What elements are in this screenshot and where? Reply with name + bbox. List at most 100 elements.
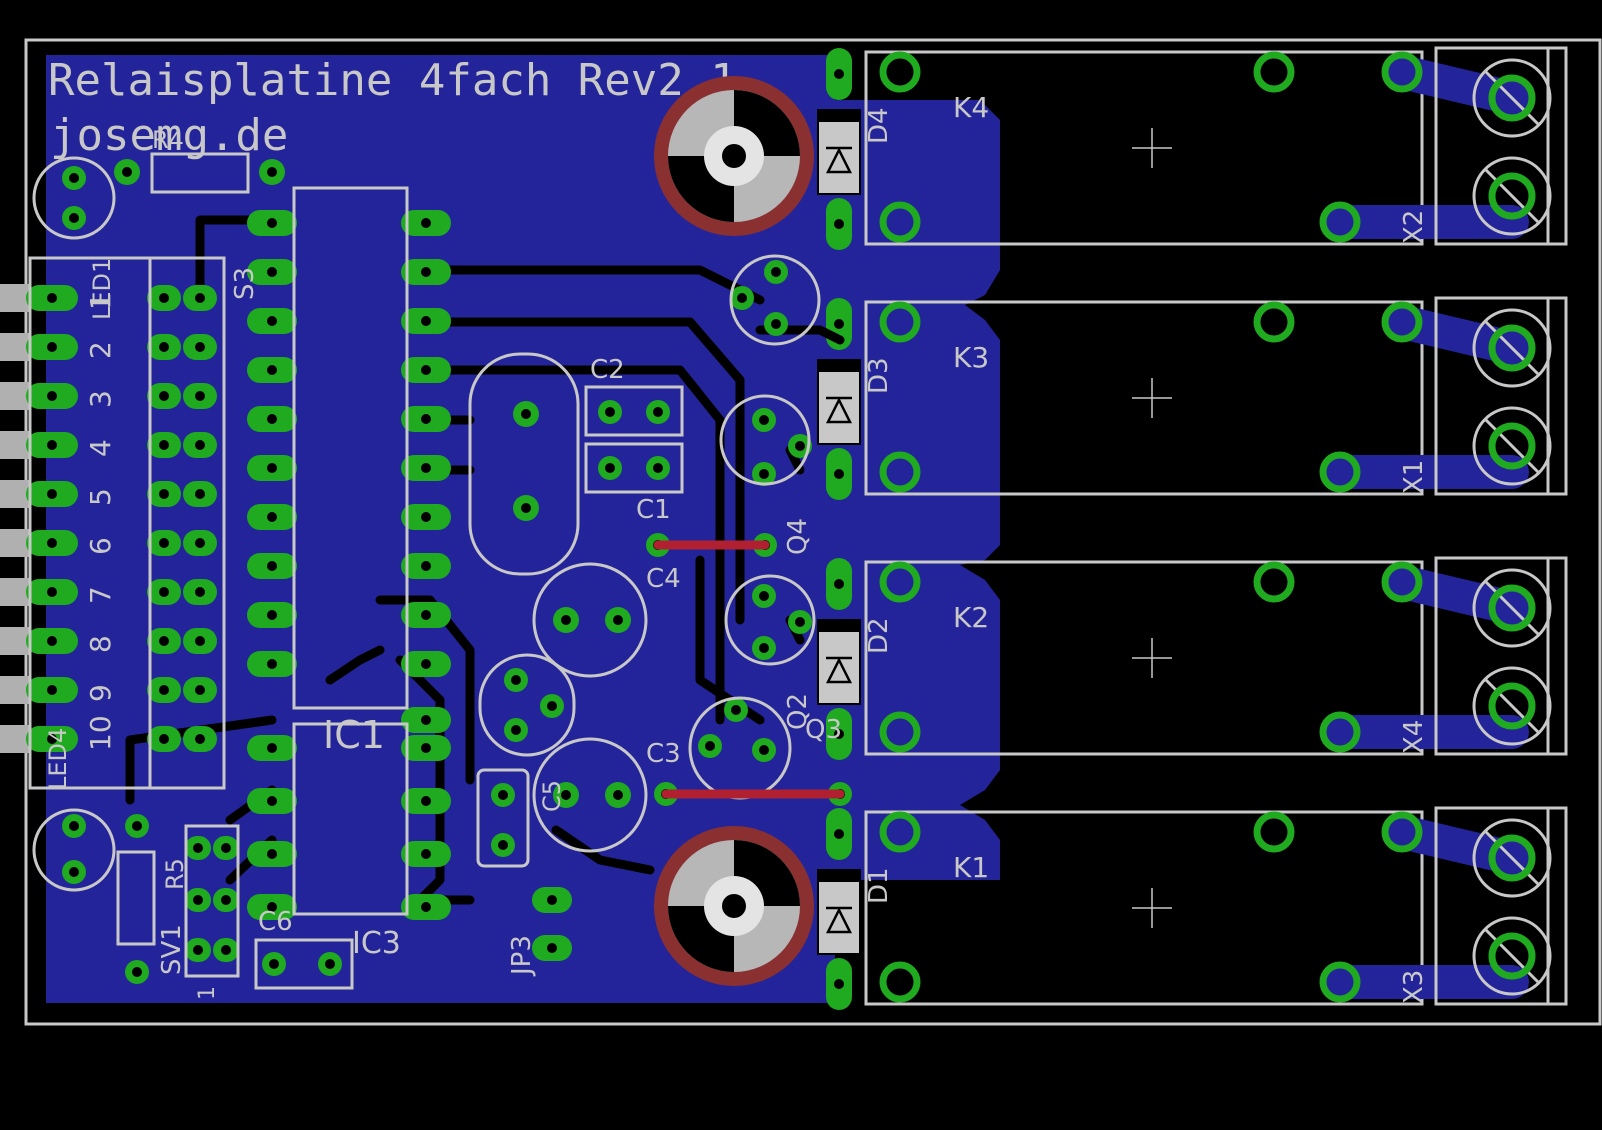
drill-hole	[159, 734, 169, 744]
header-pin	[0, 529, 30, 557]
drill-hole	[547, 895, 557, 905]
drill-hole	[159, 293, 169, 303]
screw-slot	[1484, 580, 1540, 636]
drill-hole	[834, 219, 844, 229]
drill-hole	[547, 701, 557, 711]
header-number: 2	[84, 341, 117, 359]
relay-pad	[1253, 51, 1295, 93]
terminal-outline	[1434, 556, 1568, 756]
q4-body-outline	[719, 394, 811, 486]
drill-hole	[195, 538, 205, 548]
drill-hole	[267, 561, 277, 571]
board-title: Relaisplatine 4fach Rev2.1	[48, 55, 737, 106]
diode-band	[818, 620, 860, 632]
drill-hole	[521, 503, 531, 513]
drill-hole	[267, 849, 277, 859]
c4-label: C4	[646, 564, 681, 594]
drill-hole	[132, 967, 142, 977]
drill-hole	[421, 561, 431, 571]
terminal-pad	[1488, 834, 1536, 882]
drill-hole	[159, 440, 169, 450]
drill-hole	[195, 391, 205, 401]
c1-label: C1	[636, 495, 671, 525]
drill-hole	[159, 636, 169, 646]
terminal-x1: X1	[1399, 296, 1568, 496]
relay-label: K2	[953, 601, 989, 634]
relay-pad	[879, 961, 921, 1003]
drill-hole	[511, 725, 521, 735]
drill-hole	[159, 685, 169, 695]
q4-label: Q4	[783, 518, 813, 555]
relay-pad	[1381, 811, 1423, 853]
drill-hole	[834, 729, 844, 739]
terminal-screw	[1472, 568, 1552, 648]
led1-outline	[32, 156, 116, 240]
drill-hole	[834, 69, 844, 79]
terminal-x3: X3	[1399, 806, 1568, 1006]
drill-hole	[195, 440, 205, 450]
relay-pad	[879, 51, 921, 93]
r4-outline	[150, 152, 250, 194]
drill-hole	[421, 218, 431, 228]
drill-hole	[159, 587, 169, 597]
r5-outline	[116, 850, 156, 946]
drill-hole	[521, 409, 531, 419]
drill-hole	[421, 796, 431, 806]
drill-hole	[498, 840, 508, 850]
drill-hole	[759, 469, 769, 479]
drill-hole	[613, 615, 623, 625]
relay-pad	[1319, 201, 1361, 243]
header-number: 5	[84, 488, 117, 506]
drill-hole	[834, 469, 844, 479]
terminal-screw	[1472, 406, 1552, 486]
relay-pad	[1253, 811, 1295, 853]
trace	[325, 645, 385, 685]
drill-hole	[705, 741, 715, 751]
diode-label: D4	[864, 107, 894, 144]
q5-outline	[729, 254, 821, 346]
terminal-outline	[1434, 46, 1568, 246]
drill-hole	[47, 538, 57, 548]
drill-hole	[771, 319, 781, 329]
regulator-outline	[478, 653, 576, 757]
c-small-outline	[584, 442, 684, 494]
drill-hole	[47, 391, 57, 401]
header-pin	[0, 725, 30, 753]
diode-d4: D4	[817, 48, 894, 250]
drill-hole	[47, 489, 57, 499]
drill-hole	[267, 512, 277, 522]
relay-pad	[1381, 301, 1423, 343]
header-outline	[28, 256, 152, 790]
drill-hole	[737, 293, 747, 303]
trace	[415, 365, 725, 725]
terminal-pad	[1488, 324, 1536, 372]
header-number: 3	[84, 390, 117, 408]
relay-outline	[864, 50, 1424, 246]
drill-hole	[613, 790, 623, 800]
drill-hole	[193, 843, 203, 853]
drill-hole	[267, 659, 277, 669]
diode-band	[818, 870, 860, 882]
drill-hole	[221, 843, 231, 853]
relay-pad	[879, 451, 921, 493]
relay-pad	[1253, 301, 1295, 343]
drill-hole	[269, 959, 279, 969]
relay-pad	[1319, 451, 1361, 493]
drill-hole	[795, 617, 805, 627]
drill-hole	[759, 745, 769, 755]
drill-hole	[267, 463, 277, 473]
drill-hole	[547, 943, 557, 953]
header-pin	[0, 676, 30, 704]
terminal-outline	[1434, 806, 1568, 1006]
drill-hole	[421, 463, 431, 473]
drill-hole	[267, 218, 277, 228]
trace-layer	[125, 215, 845, 905]
sv1-pin1-label: 1	[195, 986, 220, 1000]
drill-hole	[771, 267, 781, 277]
drill-hole	[267, 267, 277, 277]
screw-slot	[1484, 418, 1540, 474]
pad-layer	[0, 159, 852, 984]
diode-symbol	[825, 907, 853, 934]
drill-hole	[47, 685, 57, 695]
drill-hole	[193, 895, 203, 905]
